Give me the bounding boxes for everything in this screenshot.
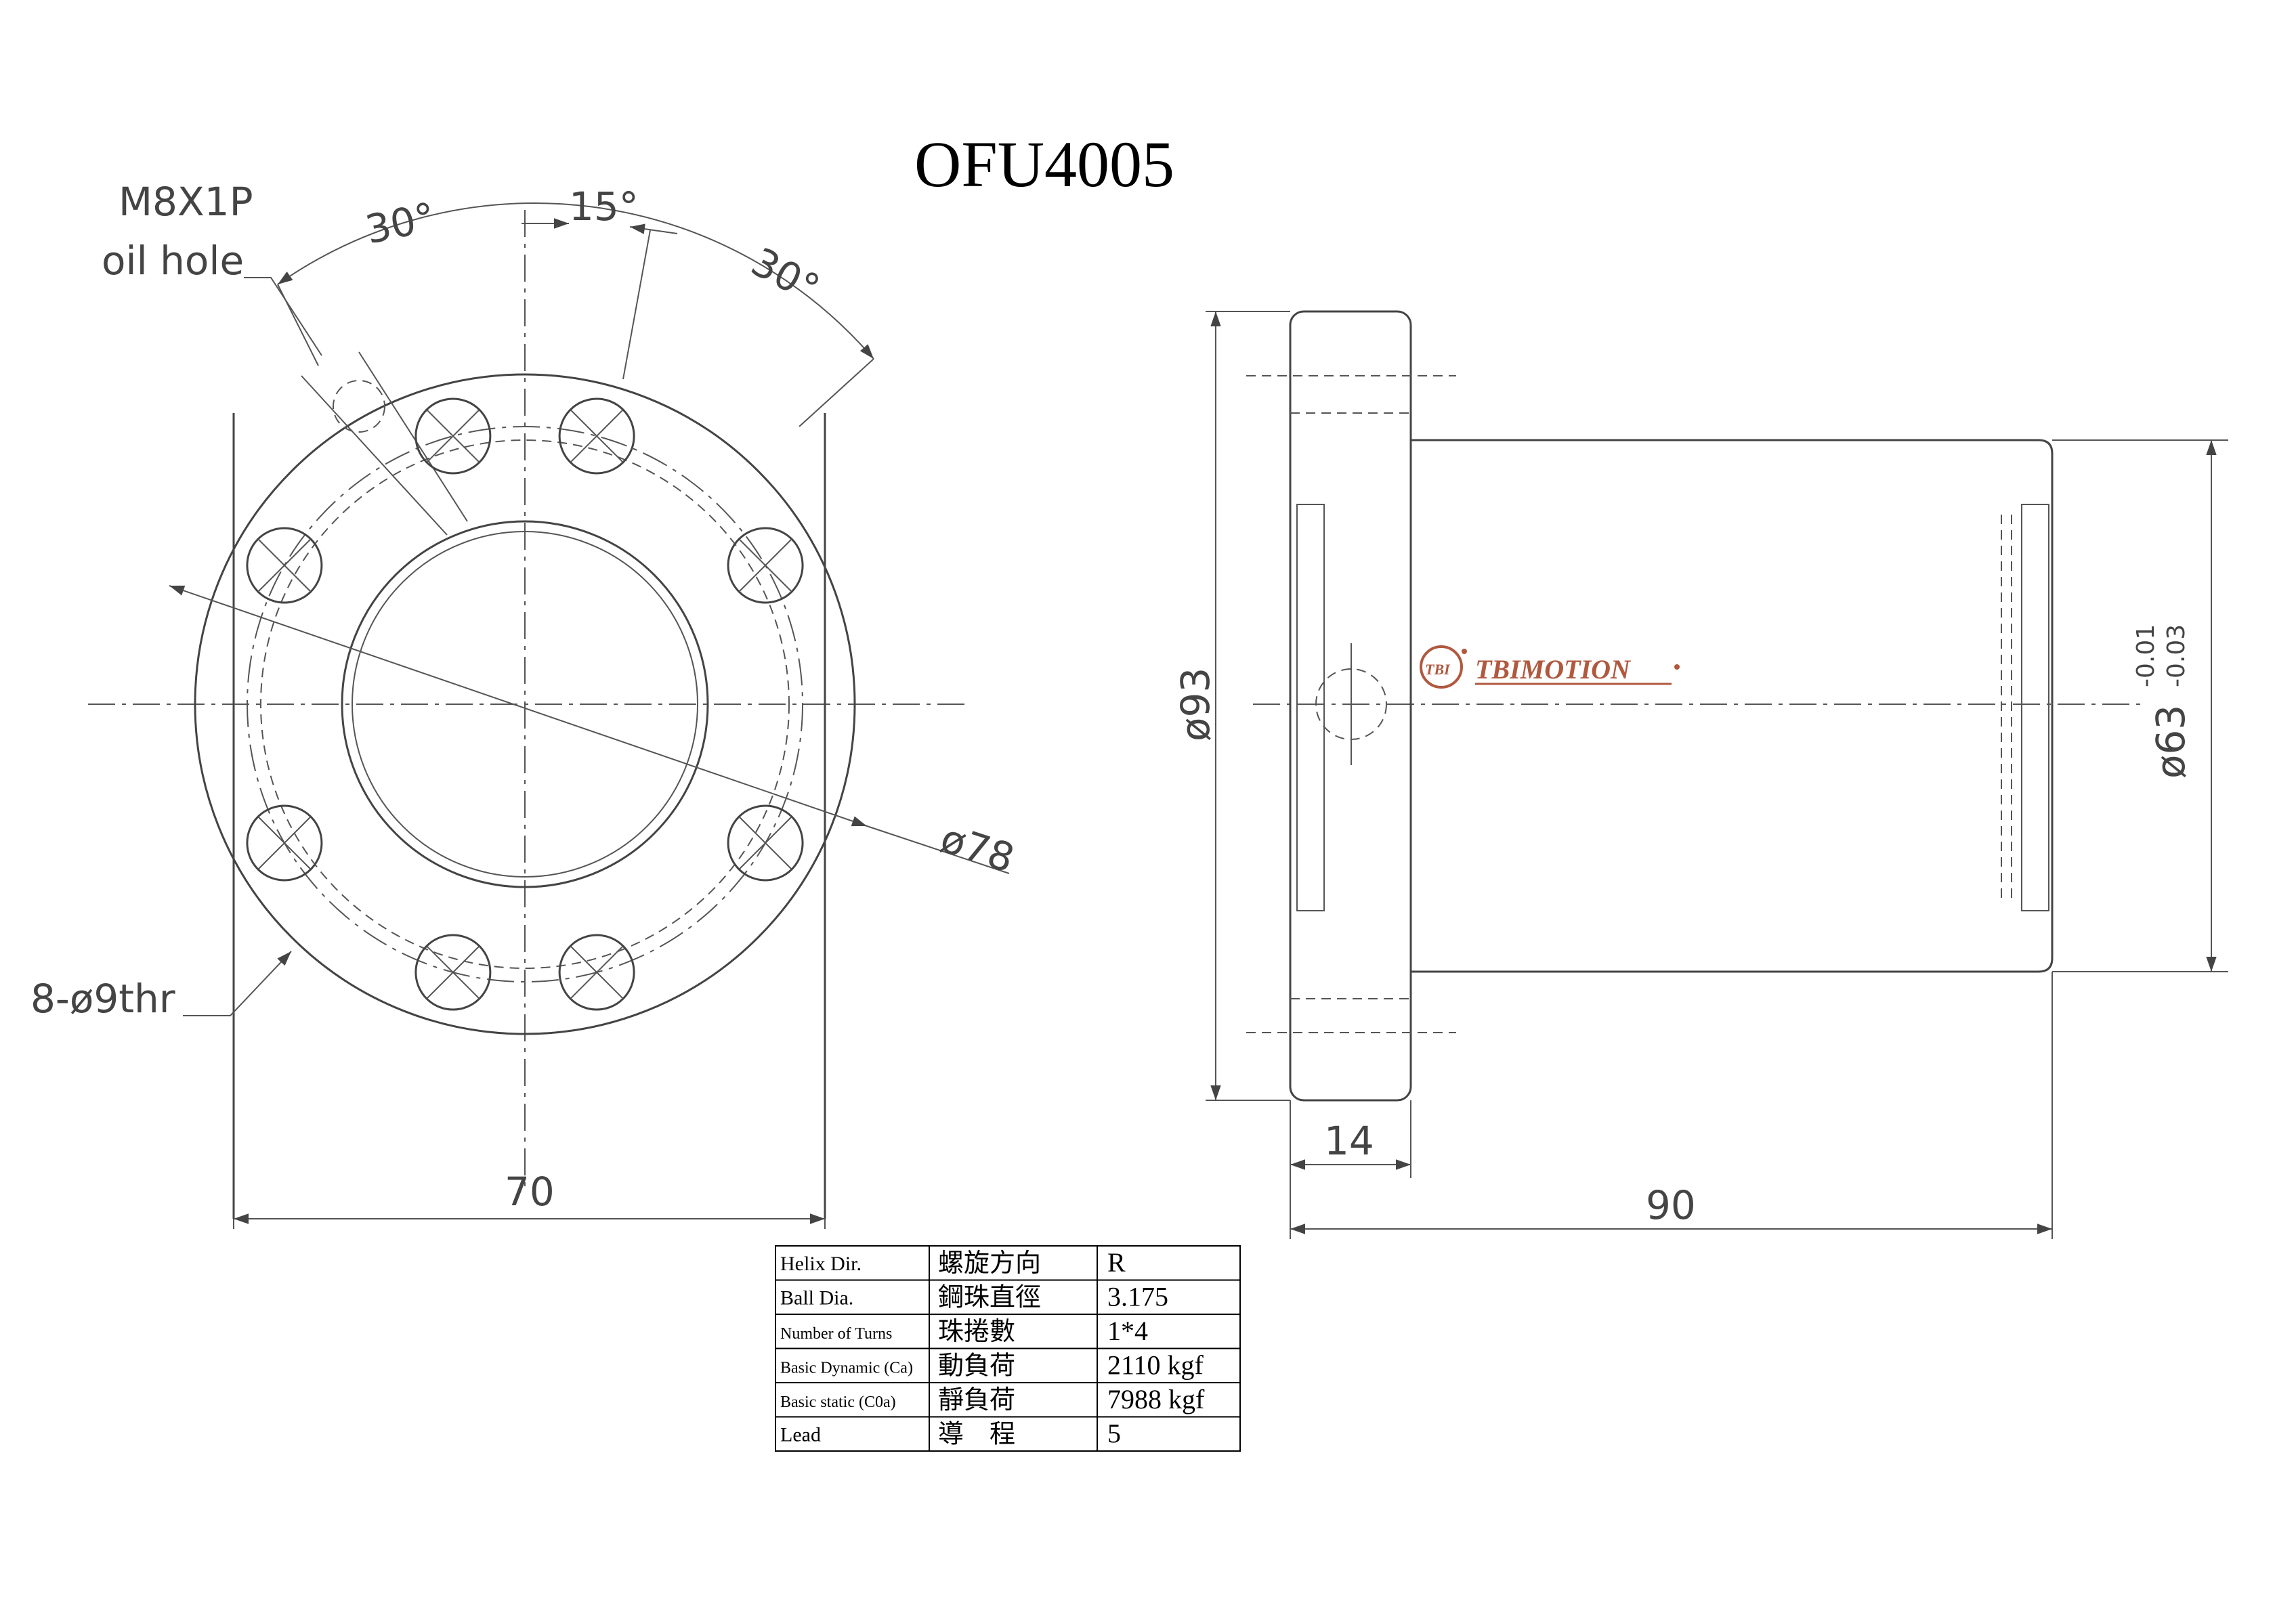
spec-row-zh-label: 珠捲數 [938, 1316, 1015, 1346]
width-label: 70 [505, 1169, 555, 1215]
return-cap-left [1296, 504, 1325, 911]
bolt-hole [414, 397, 492, 475]
oil-hole [301, 351, 468, 536]
spec-row-value: R [1107, 1247, 1126, 1278]
spec-row-value: 3.175 [1107, 1282, 1168, 1312]
spec-row-value: 5 [1107, 1419, 1121, 1449]
oil-hole-label-line1: M8X1P [119, 179, 253, 225]
oil-hole-leader [244, 277, 322, 356]
thickness-label: 14 [1324, 1118, 1374, 1164]
drawing-title: OFU4005 [914, 128, 1174, 200]
angle-dimension-arc [277, 202, 874, 360]
spec-row-en-label: Ball Dia. [780, 1287, 853, 1310]
angle-extension-right [799, 358, 874, 427]
angle-label-left: 30° [362, 194, 440, 253]
pcd-leader-line [866, 825, 1010, 874]
bolt-holes-leader [183, 951, 292, 1016]
length-label: 90 [1646, 1182, 1696, 1228]
spec-row-value: 2110 kgf [1107, 1350, 1204, 1381]
spec-table: Helix Dir. 螺旋方向 R Ball Dia. 鋼珠直徑 3.175Number … [775, 1245, 1241, 1452]
body-dia-tol-upper: -0.01 [2132, 624, 2160, 687]
bolt-hole [558, 397, 635, 475]
spec-row-en-label: Number of Turns [780, 1325, 892, 1343]
bolt-holes-label: 8-ø9thr [30, 976, 175, 1022]
spec-row-value: 7988 kgf [1107, 1384, 1205, 1414]
return-cap-right [2001, 504, 2049, 911]
spec-row-zh-label: 導 程 [938, 1419, 1015, 1449]
body-dia-label: ø63 [2148, 705, 2194, 779]
bolt-hole-cross [570, 409, 624, 463]
bolt-hole-cross [570, 945, 624, 999]
logo-mark: TBI [1425, 661, 1451, 678]
spec-row-en-label: Helix Dir. [780, 1253, 862, 1275]
logo-text: TBIMOTION [1475, 654, 1632, 685]
bolt-hole [558, 934, 635, 1011]
pcd-dimension-line [169, 585, 868, 827]
bolt-hole-cross [257, 538, 312, 592]
side-view: TBI TBIMOTION ø93 ø63 -0.01 -0.03 14 90 [1172, 310, 2228, 1239]
spec-row-en-label: Lead [780, 1424, 821, 1446]
side-body [1411, 439, 2054, 973]
spec-row-en-label: Basic Dynamic (Ca) [780, 1360, 913, 1377]
front-view: 30° 15° 30° M8X1P oil hole ø78 8-ø9thr 7… [30, 179, 1020, 1229]
bolt-hole [414, 934, 492, 1011]
angle-arrow-mid-right [629, 223, 678, 234]
bolt-hole-cross [426, 409, 480, 463]
pcd-label: ø78 [935, 815, 1020, 882]
flange-dia-label: ø93 [1172, 668, 1218, 741]
angle-extension-mid [622, 230, 651, 380]
spec-row-zh-label: 螺旋方向 [938, 1248, 1041, 1278]
tbi-logo: TBI TBIMOTION [1420, 645, 1680, 689]
body-dia-tol-lower: -0.03 [2163, 624, 2190, 687]
side-flange [1289, 310, 1412, 1102]
bolt-hole-cross [738, 538, 792, 592]
spec-row-value: 1*4 [1107, 1316, 1148, 1346]
spec-row-zh-label: 鋼珠直徑 [938, 1282, 1041, 1312]
oil-hole-label-line2: oil hole [102, 238, 244, 284]
bolt-holes [246, 397, 804, 1011]
spec-row-zh-label: 靜負荷 [938, 1385, 1015, 1414]
spec-row-en-label: Basic static (C0a) [780, 1393, 896, 1411]
angle-label-mid: 15° [569, 183, 639, 230]
bolt-hole-cross [426, 945, 480, 999]
spec-row-zh-label: 動負荷 [938, 1351, 1015, 1381]
